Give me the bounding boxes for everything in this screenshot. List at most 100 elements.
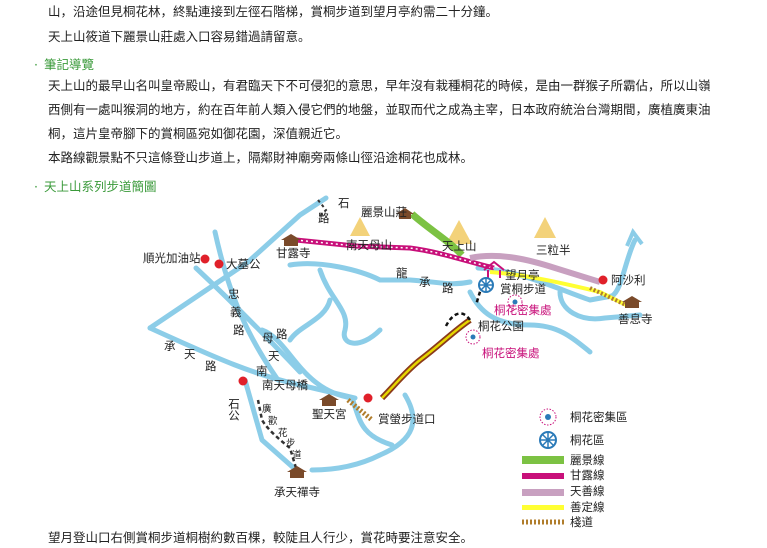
legend-swatch-shanding bbox=[522, 505, 564, 510]
legend-label-boardwalk: 棧道 bbox=[570, 515, 593, 529]
label-li-jing: 麗景山莊 bbox=[361, 205, 407, 219]
notes-paragraph-2: 本路線觀景點不只這條登山步道上，隔鄰財神廟旁兩條山徑沿途桐花也成林。 bbox=[48, 150, 474, 165]
trail-tianshan-line bbox=[469, 252, 601, 285]
label-nan: 南 bbox=[256, 364, 268, 378]
notes-paragraph-line-1: 天上山的最早山名叫皇帝殿山，有君臨天下不可侵犯的意思，早年沒有栽種桐花的時候，是… bbox=[48, 78, 711, 93]
label-tong-hua-park: 桐花公園 bbox=[478, 319, 524, 333]
label-sheng-tian-gong: 聖天宮 bbox=[312, 407, 347, 421]
trail-liquing-line bbox=[409, 211, 465, 258]
road-southwest bbox=[147, 325, 358, 401]
poi-dot-shun-guang bbox=[200, 254, 210, 264]
label-shang-tong: 賞桐步道 bbox=[500, 282, 546, 296]
road-label-mu-tian: 天 bbox=[268, 349, 280, 363]
flower-area-icon-map bbox=[478, 277, 494, 293]
road-cheng-tian bbox=[147, 195, 329, 331]
label-shan-xi-si: 善息寺 bbox=[618, 312, 653, 326]
label-tian-shang-shan: 天上山 bbox=[442, 239, 477, 253]
road-label-cheng: 承 bbox=[164, 339, 176, 353]
road-label-lu: 路 bbox=[205, 359, 217, 373]
temple-icon-cheng-tian bbox=[287, 466, 307, 478]
legend-swatch-tianshan bbox=[522, 489, 564, 496]
road-west bbox=[193, 265, 303, 375]
pavilion-icon bbox=[483, 260, 505, 278]
road-label-mu-lu: 路 bbox=[276, 327, 288, 341]
road-label-cheng2: 承 bbox=[419, 275, 431, 289]
road-zhongyi bbox=[212, 229, 281, 383]
notes-paragraph-line-3: 桐，這片皇帝腳下的賞桐區宛如御花園，深值親近它。 bbox=[48, 126, 349, 141]
legend-swatch-liquing bbox=[522, 456, 564, 464]
temple-icon-gan-lu bbox=[281, 234, 301, 246]
legend-label-dense: 桐花密集區 bbox=[570, 410, 628, 424]
road-arrow-icon bbox=[625, 228, 644, 247]
road-bridge bbox=[349, 395, 395, 448]
legend-label-shanding: 善定線 bbox=[570, 500, 605, 514]
legend-swatch-ganlu bbox=[522, 473, 564, 479]
legend-dense-icon bbox=[539, 408, 557, 426]
label-tong-hua-dense-1: 桐花密集處 bbox=[494, 303, 552, 317]
notes-heading-label: 筆記導覽 bbox=[43, 57, 94, 72]
trail-shanding-line bbox=[489, 270, 629, 308]
road-label-zhong: 忠 bbox=[228, 287, 240, 301]
road-label-shi: 石 bbox=[338, 196, 350, 210]
map-heading-label: 天上山系列步道簡圖 bbox=[43, 179, 157, 194]
label-shi-gong: 石公 bbox=[227, 398, 241, 421]
road-east-down bbox=[557, 289, 643, 322]
notes-paragraph-line-2: 西側有一處叫猴洞的地方，約在百年前人類入侵它們的地盤，並取而代之成為主宰，日本政… bbox=[48, 102, 711, 117]
trail-west-dashed-b bbox=[317, 199, 328, 219]
road-loop-b bbox=[287, 297, 333, 343]
road-label-bu: 步 bbox=[286, 438, 296, 449]
road-long-cheng bbox=[287, 261, 473, 287]
legend-label-liquing: 麗景線 bbox=[570, 453, 605, 467]
road-label-zhong-lu: 路 bbox=[233, 323, 245, 337]
footer-text: 望月登山口右側賞桐步道桐樹約數百棵，較陡且人行少，賞花時要注意安全。 bbox=[48, 530, 474, 545]
road-label-long-lu: 路 bbox=[442, 281, 454, 295]
road-label-guang: 廣 bbox=[262, 403, 272, 415]
map-heading: ·天上山系列步道簡圖 bbox=[34, 179, 157, 194]
road-label-huan: 歡 bbox=[268, 415, 278, 427]
road-network bbox=[147, 195, 643, 473]
poi-dot-da-mu-gong bbox=[214, 259, 224, 269]
temple-icon-shan-xi bbox=[622, 296, 642, 308]
label-nan-tian-mu-qiao: 南天母橋 bbox=[262, 378, 308, 392]
road-label-shi-lu: 路 bbox=[318, 211, 330, 225]
legend-label-ganlu: 甘露線 bbox=[570, 468, 605, 482]
temple-icons bbox=[281, 208, 642, 478]
legend-label-tianshan: 天善線 bbox=[570, 484, 605, 498]
road-loop-a bbox=[317, 267, 383, 346]
trail-shangtong-inner bbox=[381, 318, 471, 399]
intro-line-2: 天上山筱道下麗景山莊處入口容易錯過請留意。 bbox=[48, 29, 311, 44]
poi-dot-a-sha-li bbox=[598, 275, 608, 285]
intro-line-1: 山，沿途但見桐花林，終點連接到左徑石階梯，賞桐步道到望月亭約需二十分鐘。 bbox=[48, 4, 499, 19]
road-label-long: 龍 bbox=[396, 266, 408, 280]
temple-icon-sheng-tian bbox=[319, 394, 339, 406]
temple-icon-li-jing bbox=[396, 208, 414, 219]
road-label-tian: 天 bbox=[184, 347, 196, 361]
trail-ganlu-line bbox=[295, 237, 495, 271]
road-mid bbox=[259, 327, 355, 401]
road-west-loop bbox=[309, 392, 416, 473]
road-label-mu: 母 bbox=[262, 331, 274, 345]
trail-boardwalk-b bbox=[346, 398, 374, 422]
poi-dots bbox=[200, 254, 608, 403]
trail-shangtong-line bbox=[379, 317, 472, 401]
road-label-dao: 道 bbox=[292, 449, 302, 461]
peaks bbox=[350, 217, 556, 244]
road-south bbox=[242, 377, 299, 473]
label-cheng-tian-chan-si: 承天禪寺 bbox=[274, 485, 320, 499]
label-san-li-ban: 三粒半 bbox=[536, 243, 571, 257]
peak-icon-nan-tian-mu bbox=[350, 217, 370, 236]
label-wang-yue-ting: 望月亭 bbox=[505, 268, 540, 282]
flower-dense-icon-1 bbox=[507, 294, 523, 310]
peak-icon-san-li-ban bbox=[534, 217, 556, 238]
poi-dot-shi-gong bbox=[238, 376, 248, 386]
label-gan-lu-si: 甘露寺 bbox=[276, 246, 311, 260]
label-shun-guang: 順光加油站 bbox=[143, 251, 201, 265]
label-shang-ying: 賞螢步道口 bbox=[378, 412, 436, 426]
road-label-yi: 義 bbox=[230, 305, 242, 319]
label-da-mu-gong: 大墓公 bbox=[226, 257, 261, 271]
road-label-hua: 花 bbox=[278, 427, 288, 439]
legend-area-icon bbox=[539, 431, 557, 449]
poi-dot-trailhead bbox=[363, 393, 373, 403]
notes-heading: ·筆記導覽 bbox=[34, 57, 94, 72]
